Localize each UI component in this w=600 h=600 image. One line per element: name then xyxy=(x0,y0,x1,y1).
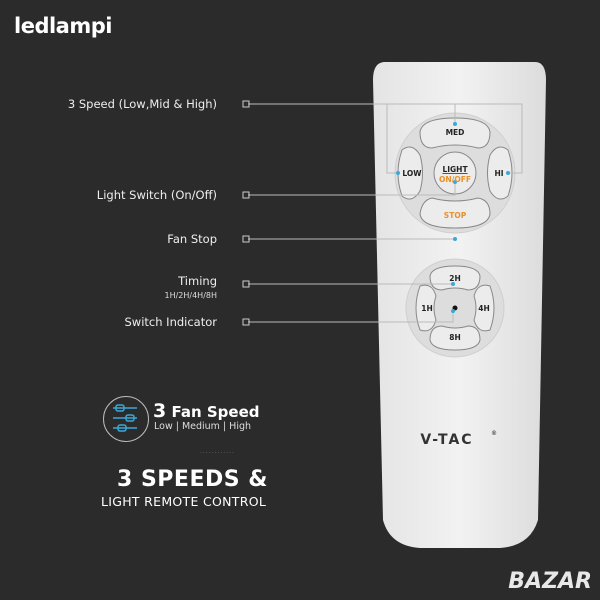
headline-line1: 3 SPEEDS & xyxy=(117,467,268,492)
feature-title: 3 Fan Speed xyxy=(153,400,259,422)
dotted-divider: ............ xyxy=(200,448,235,455)
low-label: LOW xyxy=(402,169,422,178)
1h-label: 1H xyxy=(421,304,433,313)
8h-label: 8H xyxy=(449,333,461,342)
8h-button xyxy=(429,325,481,351)
feature-title-text: Fan Speed xyxy=(171,403,260,421)
callout-stop: Fan Stop xyxy=(167,232,217,246)
callout-indicator: Switch Indicator xyxy=(124,315,218,329)
brand-logo: ledlampi xyxy=(14,14,112,38)
stop-button xyxy=(419,197,491,229)
low-button xyxy=(397,146,423,200)
stop-label: STOP xyxy=(444,211,467,220)
feature-subtitle: Low | Medium | High xyxy=(154,421,252,432)
hi-label: HI xyxy=(494,169,503,178)
4h-button xyxy=(473,284,495,332)
feature-number: 3 xyxy=(153,400,167,422)
1h-button xyxy=(415,284,437,332)
med-label: MED xyxy=(446,128,465,137)
4h-label: 4H xyxy=(478,304,490,313)
callout-speed: 3 Speed (Low,Mid & High) xyxy=(67,97,217,111)
2h-label: 2H xyxy=(449,274,461,283)
feature-icon-ring xyxy=(103,396,149,442)
onoff-label: ON/OFF xyxy=(439,175,471,184)
registered-mark: ® xyxy=(491,430,497,437)
callout-light: Light Switch (On/Off) xyxy=(96,188,217,202)
watermark: BAZAR xyxy=(508,569,592,594)
vtac-logo: V-TAC xyxy=(420,432,473,448)
light-label: LIGHT xyxy=(442,165,468,174)
med-button xyxy=(419,117,491,149)
callout-timing: Timing xyxy=(178,274,217,288)
headline-line2: LIGHT REMOTE CONTROL xyxy=(101,494,267,509)
hi-button xyxy=(487,146,513,200)
callout-timing-sub: 1H/2H/4H/8H xyxy=(164,291,217,300)
